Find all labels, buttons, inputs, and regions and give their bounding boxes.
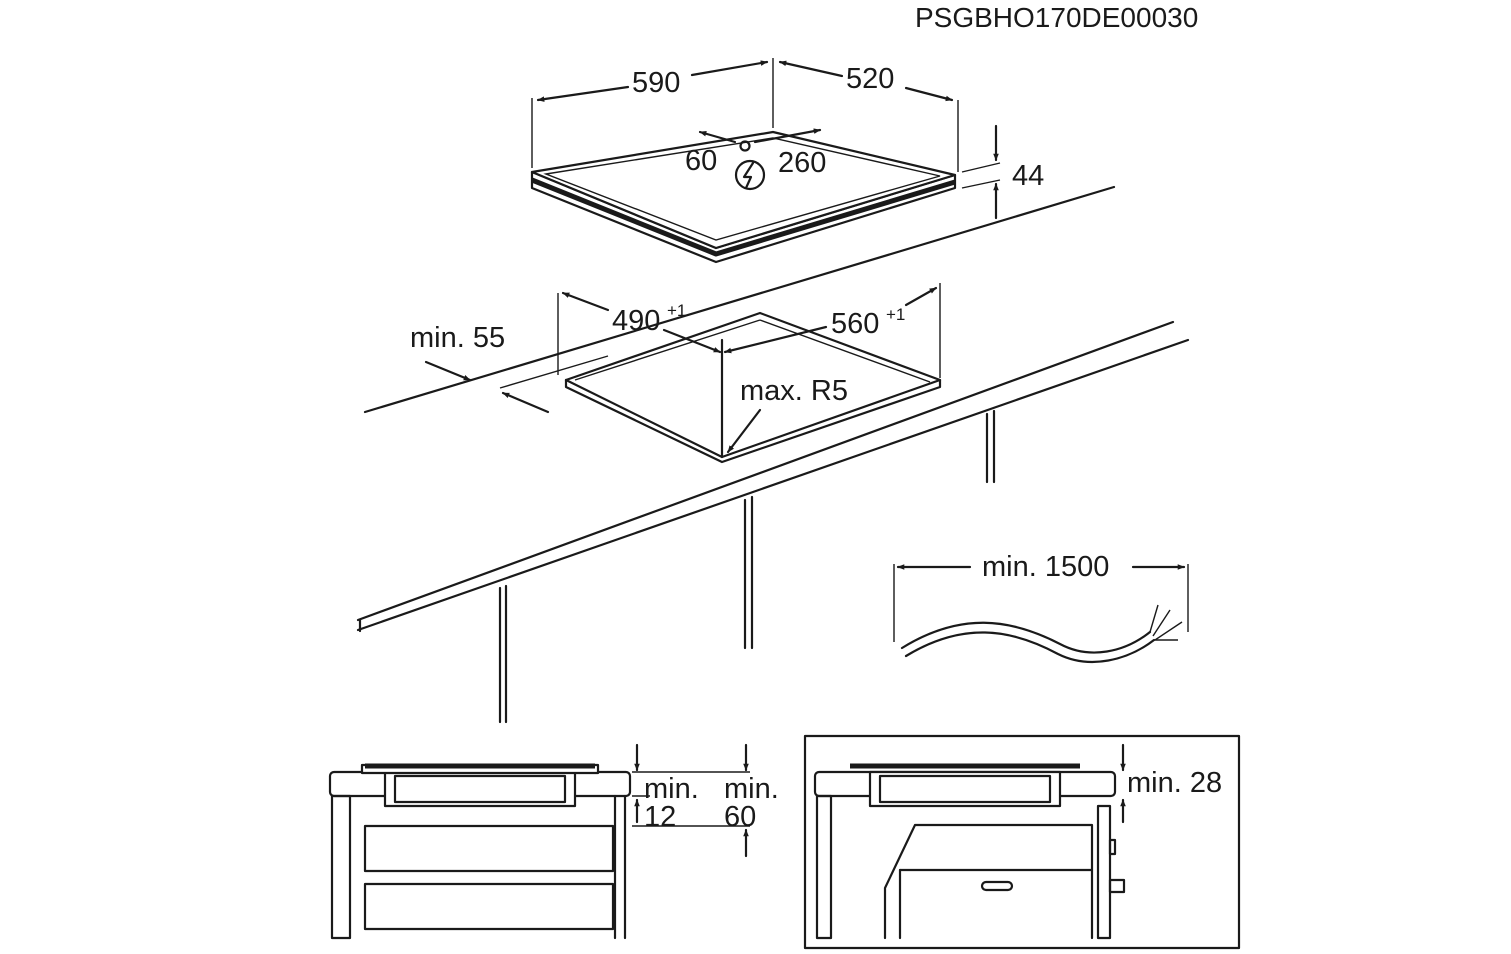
gap-min-28-label: min. 28 (1127, 767, 1222, 799)
cutout-dimensions: 490 +1 560 +1 min. 55 max. R5 (410, 283, 941, 454)
power-cable: min. 1500 (893, 551, 1189, 664)
hob-depth-label: 520 (846, 63, 894, 95)
cutout-width-tolerance: +1 (667, 301, 686, 320)
hob-illustration (530, 130, 957, 264)
hob-dimensions: 590 520 60 260 44 (531, 58, 1044, 220)
cutout-depth-tolerance: +1 (886, 305, 905, 324)
gap-label-2: min. (724, 773, 779, 805)
gap-label-1: min. (644, 773, 699, 805)
connection-right-label: 260 (778, 147, 826, 179)
corner-radius-label: max. R5 (740, 375, 848, 407)
gap-value-1: 12 (644, 801, 676, 833)
cutout-opening (564, 311, 942, 464)
front-distance-label: min. 55 (410, 322, 505, 354)
hob-width-label: 590 (632, 67, 680, 99)
gap-value-2: 60 (724, 801, 756, 833)
lightning-in-circle-icon (734, 159, 766, 191)
cutout-depth-label: 560 (831, 308, 879, 340)
cutout-width-label: 490 (612, 305, 660, 337)
hob-height-label: 44 (1012, 160, 1044, 192)
cable-length-label: min. 1500 (982, 551, 1109, 583)
section-left: min. 12 min. 60 (328, 743, 779, 940)
connection-left-label: 60 (685, 145, 717, 177)
diagram-code: PSGBHO170DE00030 (915, 2, 1198, 33)
countertop (356, 185, 1190, 724)
section-right: min. 28 (803, 734, 1241, 950)
